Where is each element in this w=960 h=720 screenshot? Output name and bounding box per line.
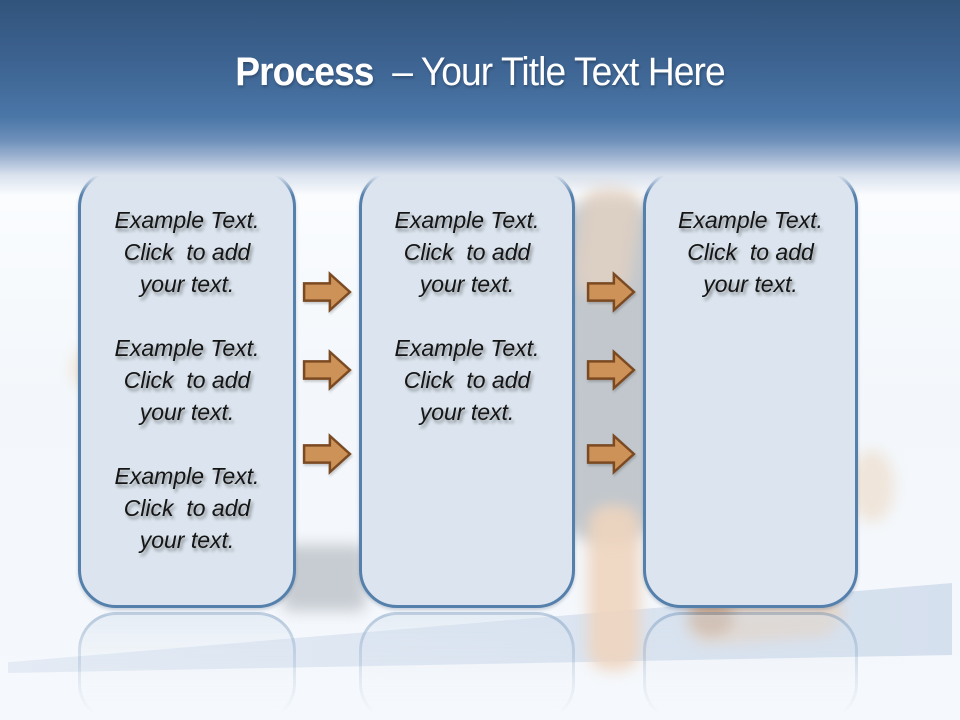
arrow-right-icon [586, 433, 636, 475]
slide-title-rest: – Your Title Text Here [373, 50, 725, 94]
slide-title[interactable]: Process – Your Title Text Here [34, 50, 927, 94]
process-box-1[interactable]: Example Text. Click to add your text. Ex… [78, 169, 296, 608]
box-reflection-3 [643, 612, 858, 720]
arrow-right-icon [302, 271, 352, 313]
photo-shoulder [552, 118, 632, 178]
arrow-right-icon [302, 349, 352, 391]
title-band: Process – Your Title Text Here [0, 0, 960, 195]
process-box-2[interactable]: Example Text. Click to add your text. Ex… [359, 169, 575, 608]
process-box-3[interactable]: Example Text. Click to add your text. [643, 169, 858, 608]
arrow-right-icon [302, 433, 352, 475]
process-box-2-text[interactable]: Example Text. Click to add your text. Ex… [394, 207, 540, 425]
arrow-right-icon [586, 349, 636, 391]
box-reflection-2 [359, 612, 575, 720]
arrow-right-icon [586, 271, 636, 313]
process-box-3-text[interactable]: Example Text. Click to add your text. [678, 207, 823, 297]
slide-title-emphasis: Process [235, 50, 374, 94]
process-box-1-text[interactable]: Example Text. Click to add your text. Ex… [114, 207, 260, 553]
box-reflection-1 [78, 612, 296, 720]
